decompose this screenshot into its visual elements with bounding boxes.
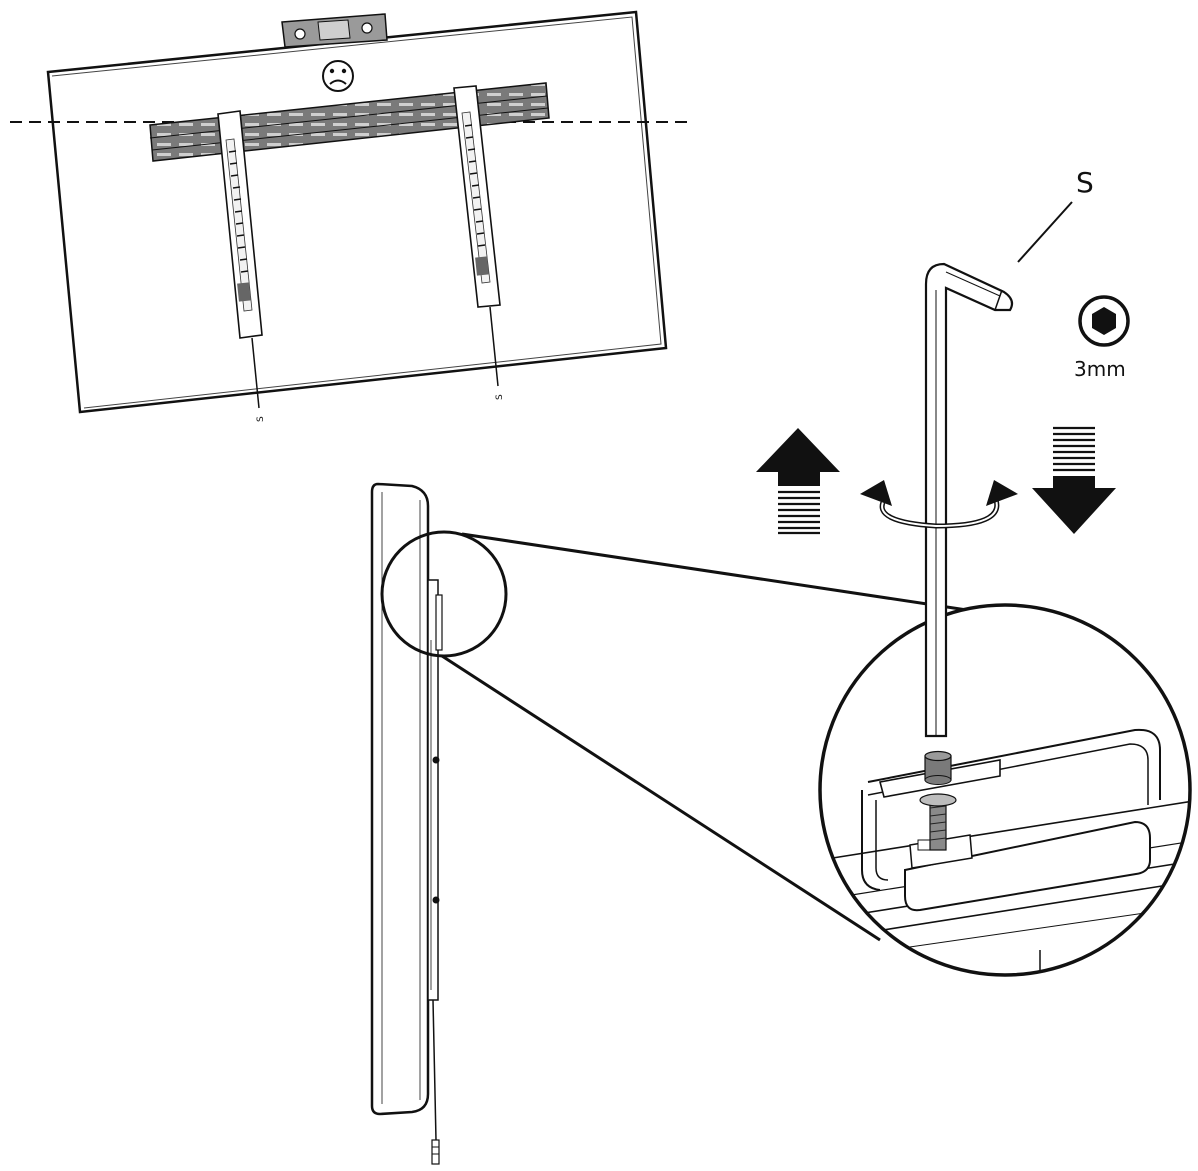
tv-side-view [370,482,508,1165]
hex-size-label: 3mm [1074,357,1126,381]
right-bracket-arm: S [453,85,505,400]
spirit-level [281,13,388,48]
wall-rail [149,82,550,162]
tv-back-view: S S [10,10,688,422]
mount-side-profile [427,579,443,1165]
zoom-connector-lines [441,532,1001,942]
part-label-s: S [1017,166,1094,263]
part-letter-label: S [1076,166,1094,199]
rotate-arrow-icon [860,480,1018,529]
tv-side-panel [370,482,430,1116]
arrow-up-icon [756,428,840,535]
sad-face-icon [322,60,354,92]
left-bracket-arm: S [217,110,266,422]
tv-back-panel [46,10,668,414]
zoom-detail [818,603,1192,977]
left-bracket-mark: S [256,416,266,422]
zoom-detail-circle [818,603,1192,977]
hex-socket-icon [1078,295,1130,347]
arrow-down-icon [1032,426,1116,534]
right-bracket-mark: S [495,394,505,400]
hex-key-icon [924,262,1014,738]
tv-back-inner-edge [51,16,662,409]
